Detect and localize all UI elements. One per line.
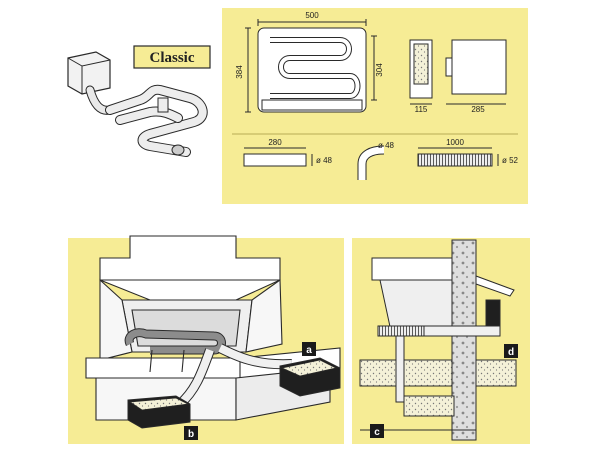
dimension-labels: 500 384 304 115 285 280 ø 48 ø 48 1000 ø… xyxy=(235,11,519,165)
dim-box-depth: 115 xyxy=(415,105,428,114)
callout-c-label: c xyxy=(374,427,380,438)
dim-width: 500 xyxy=(305,11,319,20)
product-name: Classic xyxy=(150,50,195,66)
dim-pipe-length: 280 xyxy=(268,138,282,147)
heat-exchanger-iso xyxy=(105,84,208,157)
classic-isometric-view: Classic xyxy=(67,45,211,157)
fan-unit-b: b xyxy=(127,395,198,440)
dim-height-outer: 384 xyxy=(235,65,244,79)
dim-box-width: 285 xyxy=(471,105,485,114)
dim-elbow-diameter: ø 48 xyxy=(378,141,395,150)
callout-d xyxy=(504,344,518,358)
callout-c-group: c xyxy=(370,424,384,438)
callout-b-label: b xyxy=(188,429,194,440)
dim-pipe-diameter: ø 48 xyxy=(316,156,333,165)
callout-b xyxy=(184,426,198,440)
fan-unit-a: a xyxy=(279,342,341,397)
callout-d-label: d xyxy=(508,347,514,358)
dim-flex-diameter: ø 52 xyxy=(502,156,519,165)
dim-flex-length: 1000 xyxy=(446,138,464,147)
callout-a-label: a xyxy=(306,345,312,356)
section-illustration xyxy=(359,239,517,441)
product-label-box xyxy=(133,45,211,69)
callout-d-group: d xyxy=(504,344,518,358)
fireplace-illustration xyxy=(85,235,341,421)
callout-c xyxy=(370,424,384,438)
callout-a xyxy=(302,342,316,356)
dimension-drawings xyxy=(232,19,518,180)
dim-height-inner: 304 xyxy=(375,63,384,77)
